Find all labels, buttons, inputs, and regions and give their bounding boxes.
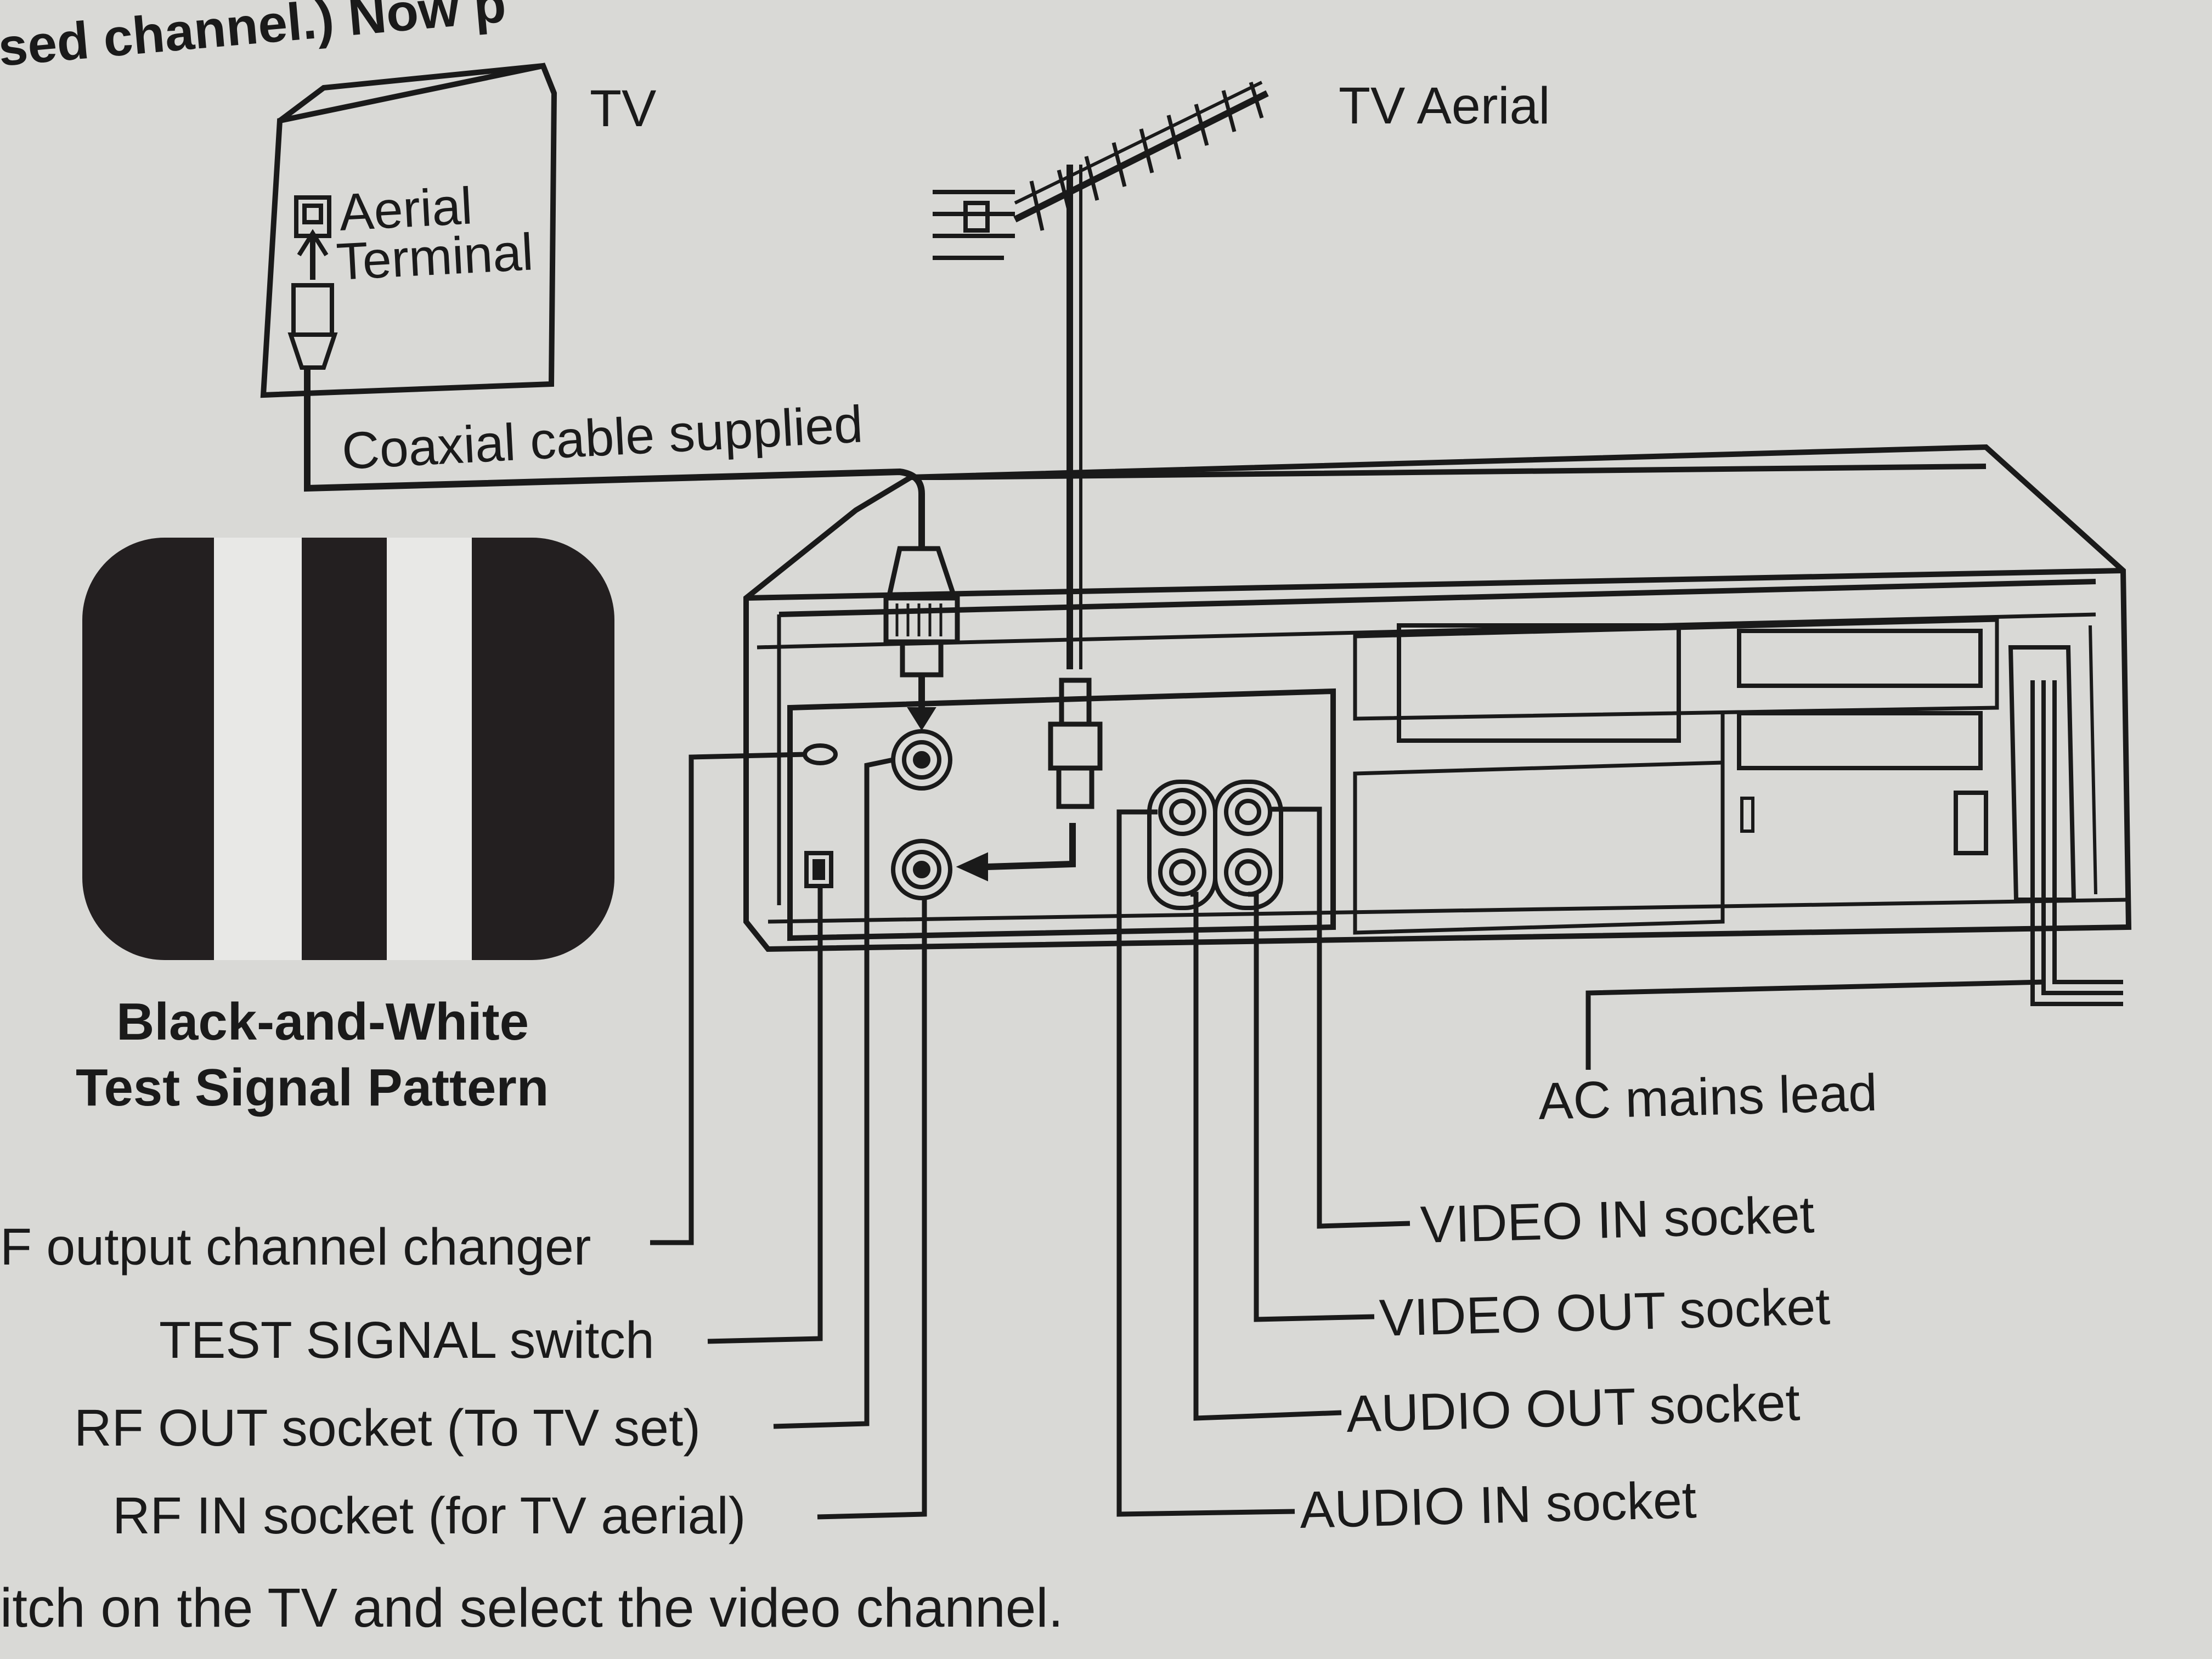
ac-mains-label: AC mains lead	[1538, 1064, 1878, 1131]
aerial-plug	[956, 678, 1103, 882]
callout-audio-in-socket: AUDIO IN socket	[1299, 1471, 1697, 1539]
callout-rf-in-socket: RF IN socket (for TV aerial)	[112, 1487, 746, 1545]
tv-label: TV	[590, 80, 656, 138]
tv-aerial-icon	[933, 81, 1269, 669]
ac-mains-lead	[1585, 680, 2123, 1070]
right-leader-lines	[1116, 806, 1410, 1517]
aerial-terminal-label-line1: Aerial	[338, 177, 474, 242]
tv-aerial-label: TV Aerial	[1339, 77, 1550, 135]
test-signal-pattern-screen	[82, 538, 614, 960]
callout-audio-out-socket: AUDIO OUT socket	[1346, 1373, 1801, 1443]
callout-rf-output-channel-changer: F output channel changer	[0, 1218, 591, 1276]
callout-video-out-socket: VIDEO OUT socket	[1379, 1278, 1831, 1347]
callout-rf-out-socket: RF OUT socket (To TV set)	[74, 1399, 701, 1457]
bottom-text-fragment: itch on the TV and select the video chan…	[0, 1577, 1063, 1639]
test-pattern-title-line2: Test Signal Pattern	[76, 1058, 549, 1117]
rf-in-socket	[891, 839, 952, 900]
test-pattern-title-line1: Black-and-White	[116, 992, 529, 1051]
aerial-terminal-icon	[287, 195, 338, 370]
tv-set	[260, 63, 557, 398]
callout-video-in-socket: VIDEO IN socket	[1420, 1186, 1815, 1254]
aerial-terminal-label-line2: Terminal	[335, 223, 535, 291]
left-leader-lines	[650, 752, 927, 1520]
vcr-unit	[743, 444, 2132, 952]
callout-test-signal-switch: TEST SIGNAL switch	[159, 1311, 654, 1369]
